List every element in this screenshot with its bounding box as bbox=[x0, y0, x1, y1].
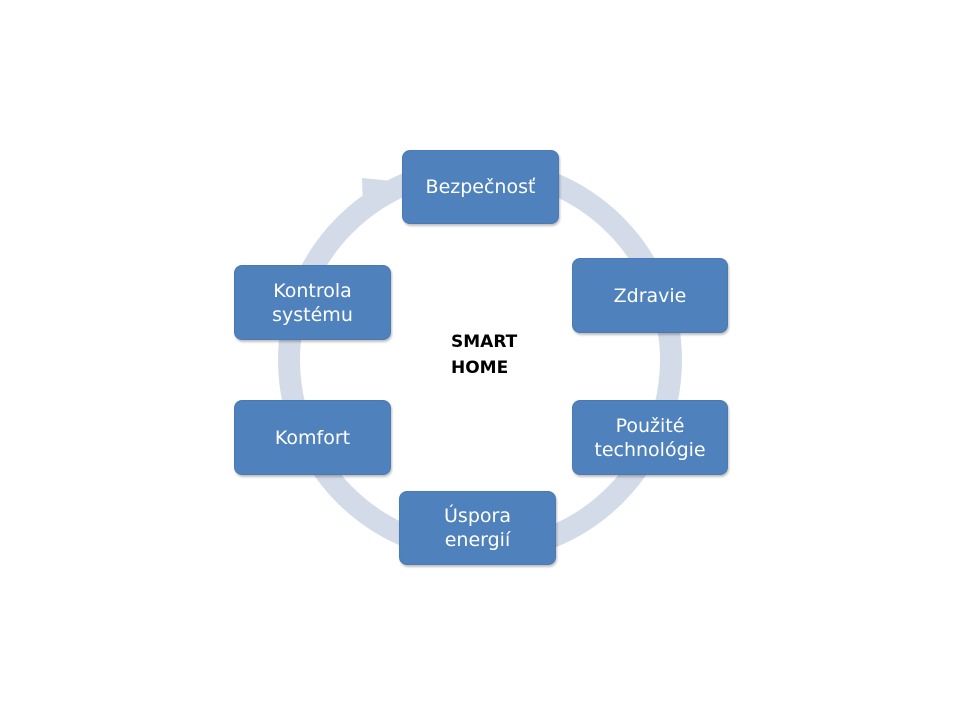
node-komfort: Komfort bbox=[234, 400, 391, 475]
node-bezpecnost: Bezpečnosť bbox=[402, 150, 559, 224]
node-uspora-energii: Úspora energií bbox=[399, 491, 556, 565]
node-kontrola-systemu: Kontrola systému bbox=[234, 265, 391, 340]
center-label-smart-home: SMART HOME bbox=[451, 332, 518, 378]
node-pouzite-technologie: Použité technológie bbox=[572, 400, 728, 475]
ring-arrowhead bbox=[362, 178, 392, 212]
node-zdravie: Zdravie bbox=[572, 258, 728, 333]
